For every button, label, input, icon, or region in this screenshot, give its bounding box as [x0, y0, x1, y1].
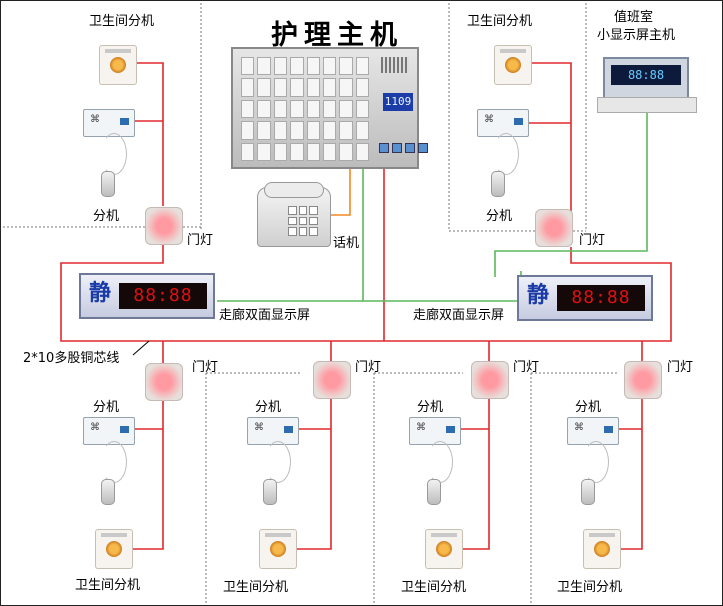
label-wc: 卫生间分机 [223, 580, 289, 595]
label-wc-top-left: 卫生间分机 [89, 14, 155, 29]
label-door: 门灯 [192, 360, 219, 375]
bedside-extension-icon [477, 109, 529, 137]
door-light-icon [535, 209, 573, 247]
label-ext-top-right: 分机 [486, 209, 513, 224]
call-cord-icon [583, 441, 609, 483]
bedside-extension-icon [247, 417, 299, 445]
call-handle-icon [581, 479, 595, 505]
label-duty-room: 值班室 [614, 10, 654, 25]
label-ext: 分机 [417, 400, 444, 415]
door-light-icon [145, 207, 183, 245]
label-ext: 分机 [93, 400, 120, 415]
host-lcd: 1109 [383, 93, 413, 111]
call-handle-icon [101, 479, 115, 505]
label-door: 门灯 [355, 360, 382, 375]
call-cord-icon [493, 133, 519, 175]
wire-room [295, 399, 332, 550]
wire-wc-top-left [136, 62, 164, 206]
label-cable: 2*10多股铜芯线 [23, 351, 120, 366]
door-light-icon [313, 361, 351, 399]
zone-dividers [3, 3, 617, 603]
wire-room [617, 399, 643, 550]
corridor-digits: 88:88 [119, 283, 207, 309]
label-wc: 卫生间分机 [75, 578, 141, 593]
call-cord-icon [265, 441, 291, 483]
label-ext-top-left: 分机 [93, 209, 120, 224]
call-cord-icon [427, 441, 453, 483]
signal-bus [60, 62, 672, 550]
label-wc: 卫生间分机 [557, 580, 623, 595]
label-corridor-left: 走廊双面显示屏 [219, 308, 311, 323]
bedside-extension-icon [83, 417, 135, 445]
call-cord-icon [101, 133, 127, 175]
label-wc-top-right: 卫生间分机 [467, 14, 533, 29]
bathroom-call-unit-icon [99, 45, 137, 85]
quiet-sign: 静 [89, 281, 112, 306]
room-indicator-grid [241, 57, 369, 161]
duty-mini-display: 88:88 [603, 57, 689, 99]
bedside-extension-icon [83, 109, 135, 137]
bathroom-call-unit-icon [425, 529, 463, 569]
corridor-display-right: 静 88:88 [517, 275, 653, 321]
label-wc: 卫生间分机 [401, 580, 467, 595]
label-duty-display: 小显示屏主机 [597, 28, 676, 43]
bedside-extension-icon [409, 417, 461, 445]
call-cord-icon [101, 441, 127, 483]
wire-main-loop [60, 243, 672, 342]
door-light-icon [624, 361, 662, 399]
label-door-top-right: 门灯 [579, 233, 606, 248]
wire-display-duty [494, 113, 648, 277]
telephone-icon [257, 182, 331, 247]
corridor-digits: 88:88 [557, 285, 645, 311]
call-handle-icon [491, 171, 505, 197]
diagram-title: 护理主机 [271, 20, 403, 51]
label-ext: 分机 [255, 400, 282, 415]
door-light-icon [145, 363, 183, 401]
wire-phone [329, 169, 351, 216]
bathroom-call-unit-icon [259, 529, 297, 569]
quiet-sign: 静 [527, 283, 550, 308]
label-door: 门灯 [513, 360, 540, 375]
host-keypad [379, 143, 428, 153]
mini-display-base [597, 97, 697, 113]
bathroom-call-unit-icon [494, 45, 532, 85]
wire-room [461, 399, 490, 550]
corridor-display-left: 静 88:88 [79, 273, 215, 319]
label-door-top-left: 门灯 [187, 233, 214, 248]
mini-display-digits: 88:88 [611, 65, 681, 85]
nurse-host-panel: 1109 [231, 47, 428, 169]
bathroom-call-unit-icon [583, 529, 621, 569]
cable-pointer [132, 340, 150, 356]
door-light-icon [471, 361, 509, 399]
bathroom-call-unit-icon [95, 529, 133, 569]
call-handle-icon [263, 479, 277, 505]
label-ext: 分机 [575, 400, 602, 415]
call-handle-icon [101, 171, 115, 197]
wire-room [131, 399, 164, 550]
label-corridor-right: 走廊双面显示屏 [413, 308, 505, 323]
call-handle-icon [427, 479, 441, 505]
speaker-grille-icon [381, 57, 409, 73]
label-phone: 话机 [333, 236, 360, 251]
label-door: 门灯 [667, 360, 694, 375]
wire-wc-top-right [531, 62, 572, 211]
